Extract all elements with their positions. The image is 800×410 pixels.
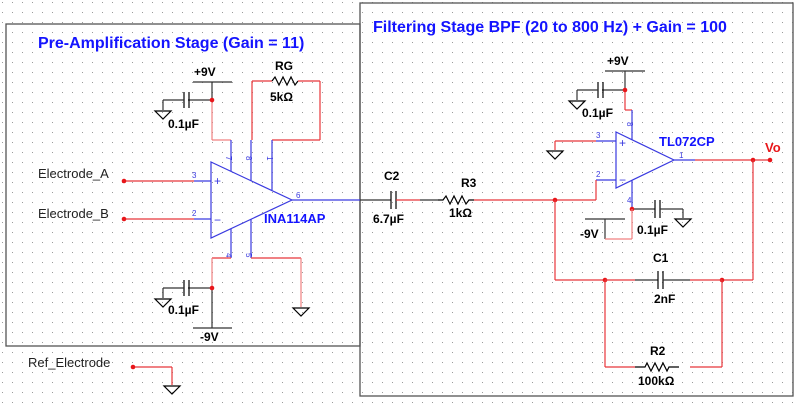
r2-value: 100kΩ [638,374,675,388]
vo-label: Vo [765,140,781,155]
c2-value: 6.7µF [373,212,404,226]
tl-pin-1: 1 [679,151,684,160]
electrode-b-label: Electrode_B [38,206,109,221]
output-node: Vo [695,140,781,163]
electrode-a-label: Electrode_A [38,166,109,181]
electrode-inputs: Electrode_A Electrode_B [38,166,194,222]
ground-icon [153,298,173,308]
ina-pin-7: 7 [224,156,233,161]
tl-pin-3: 3 [596,131,601,140]
ina-pin-6: 6 [296,191,301,200]
ground-icon [291,307,311,317]
r3-resistor: R3 1kΩ [438,176,555,220]
ina114ap-amplifier: + − 3 2 7 8 1 6 4 5 INA114AP [192,140,360,258]
pre-amp-stage-title: Pre-Amplification Stage (Gain = 11) [38,35,304,52]
rg-resistor: RG 5kΩ [251,59,321,141]
ina114-top-decoupling: +9V 0.1µF [153,65,232,141]
c1-value: 2nF [654,292,675,306]
ina-pos-supply-label: +9V [194,65,216,79]
ref-electrode-label: Ref_Electrode [28,355,110,370]
tl-neg-supply-label: -9V [580,227,599,241]
ina-neg-supply-label: -9V [200,330,219,344]
r3-value: 1kΩ [449,206,472,220]
r3-name: R3 [461,176,477,190]
ina-minus-sign: − [214,213,221,227]
ground-icon [162,385,182,395]
ina-pin-8: 8 [244,156,253,161]
c1-name: C1 [653,251,669,265]
tl-top-cap-value: 0.1µF [582,106,613,120]
ina-pin-3: 3 [192,171,197,180]
feedback-network: C1 2nF R2 100kΩ [554,160,754,388]
ina114-bottom-decoupling: -9V 0.1µF [153,257,311,344]
ina-plus-sign: + [214,174,221,188]
tl-pos-supply-label: +9V [607,54,629,68]
tl-plus-sign: + [619,136,626,150]
ina-part-number: INA114AP [264,211,326,226]
c2-name: C2 [384,169,400,183]
tl-bottom-cap-value: 0.1µF [637,223,668,237]
tl072cp-opamp: + − 3 2 8 1 4 TL072CP [596,110,715,209]
tl-minus-sign: − [619,173,626,187]
ground-icon [545,150,565,160]
tl072-top-decoupling: +9V 0.1µF [567,54,645,120]
filter-stage-title: Filtering Stage BPF (20 to 800 Hz) + Gai… [373,19,727,36]
rg-name: RG [275,59,293,73]
tl072-inputs [545,140,597,203]
ref-electrode: Ref_Electrode [28,355,182,395]
ina-pin-2: 2 [192,209,197,218]
ina-bottom-cap-value: 0.1µF [168,303,199,317]
tl-pin-8: 8 [625,122,634,127]
tl-pin-4: 4 [627,196,632,205]
ground-icon [153,110,173,120]
tl-pin-2: 2 [596,170,601,179]
ina-pin-4: 4 [224,253,233,258]
tl-part-number: TL072CP [659,134,715,149]
rg-value: 5kΩ [270,90,293,104]
c2-capacitor: C2 6.7µF [360,169,438,226]
ina-pin-1: 1 [265,156,274,161]
ground-icon [567,100,587,110]
ground-icon [673,218,693,228]
ina-top-cap-value: 0.1µF [168,117,199,131]
r2-name: R2 [650,344,666,358]
ina-pin-5: 5 [244,253,253,258]
tl072-bottom-decoupling: 0.1µF -9V [580,200,693,241]
